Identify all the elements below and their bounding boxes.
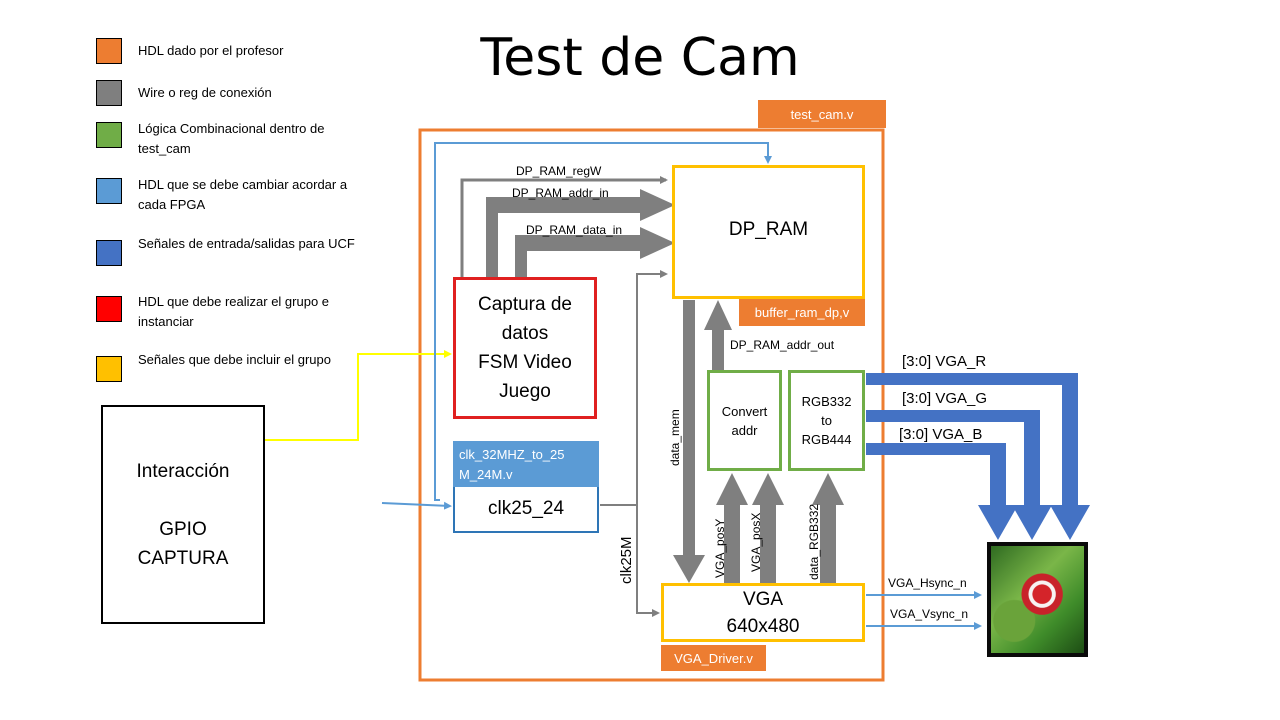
addr-out-arrow bbox=[704, 300, 732, 370]
interaccion-line: Interacción bbox=[136, 460, 230, 482]
legend-swatch-lightblue bbox=[96, 178, 122, 204]
clk25-dpram-wire bbox=[600, 270, 668, 506]
legend-item: Señales de entrada/salidas para UCF bbox=[96, 236, 356, 280]
legend-swatch-orange bbox=[96, 38, 122, 64]
clk25-vga-wire bbox=[636, 505, 660, 617]
data-mem-arrow bbox=[673, 300, 705, 583]
legend-text: HDL que se debe cambiar acordar a cada F… bbox=[138, 177, 348, 212]
page-title: Test de Cam bbox=[480, 28, 800, 88]
dp-ram-block: DP_RAM bbox=[672, 165, 865, 299]
data-in-label: DP_RAM_data_in bbox=[526, 223, 623, 237]
vsync-label: VGA_Vsync_n bbox=[890, 607, 969, 621]
legend-item: HDL dado por el profesor bbox=[96, 38, 356, 78]
posx-label: VGA_posX bbox=[749, 512, 763, 572]
captura-line: Juego bbox=[499, 381, 551, 402]
rgb-converter-block: RGB332 to RGB444 bbox=[788, 370, 865, 471]
convert-line: Convert bbox=[721, 403, 768, 419]
dp-ram-label: DP_RAM bbox=[728, 219, 809, 240]
clk-module-tag: clk_32MHZ_to_25 M_24M.v bbox=[453, 441, 599, 487]
vga-r-label: [3:0] VGA_R bbox=[902, 353, 987, 370]
vga-driver-tag: VGA_Driver.v bbox=[661, 645, 766, 671]
flower-image bbox=[991, 546, 1084, 653]
vga-b-arrow bbox=[866, 443, 1018, 540]
data-rgb-arrow bbox=[812, 473, 844, 583]
vga-b-label: [3:0] VGA_B bbox=[899, 426, 983, 443]
captura-line: Captura de bbox=[477, 294, 572, 315]
hsync-label: VGA_Hsync_n bbox=[888, 576, 967, 590]
test-cam-frame bbox=[418, 128, 885, 682]
captura-line: datos bbox=[501, 323, 549, 344]
legend-text: Wire o reg de conexión bbox=[138, 85, 272, 100]
captura-line: FSM Video bbox=[478, 352, 572, 373]
legend-text: Señales que debe incluir el grupo bbox=[138, 352, 331, 367]
legend-item: Lógica Combinacional dentro de test_cam bbox=[96, 121, 356, 162]
vga-line: VGA bbox=[742, 588, 784, 610]
posy-label: VGA_posY bbox=[713, 518, 727, 578]
legend-item: Señales que debe incluir el grupo bbox=[96, 352, 356, 396]
legend-item: HDL que debe realizar el grupo e instanc… bbox=[96, 294, 356, 336]
legend-swatch-green bbox=[96, 122, 122, 148]
vga-r-arrow bbox=[866, 373, 1090, 540]
addr-in-label: DP_RAM_addr_in bbox=[512, 186, 609, 200]
regw-label: DP_RAM_regW bbox=[516, 164, 602, 178]
vga-g-label: [3:0] VGA_G bbox=[902, 390, 988, 407]
rgb-line: RGB444 bbox=[801, 432, 852, 447]
data-mem-label: data_mem bbox=[668, 409, 682, 466]
legend-text: HDL dado por el profesor bbox=[138, 43, 284, 58]
interaccion-line: CAPTURA bbox=[137, 547, 229, 569]
clk25m-label: clk25M bbox=[618, 536, 635, 584]
legend-text: Lógica Combinacional dentro de test_cam bbox=[138, 121, 325, 156]
convert-line: addr bbox=[731, 422, 758, 438]
monitor-icon bbox=[987, 542, 1088, 657]
legend-item: HDL que se debe cambiar acordar a cada F… bbox=[96, 177, 356, 218]
legend-swatch-yellow bbox=[96, 356, 122, 382]
legend-item: Wire o reg de conexión bbox=[96, 80, 356, 120]
vga-line: 640x480 bbox=[726, 615, 800, 637]
clk-block: clk25_24 bbox=[453, 487, 599, 533]
captura-block: Captura de datos FSM Video Juego bbox=[453, 277, 597, 419]
legend-swatch-gray bbox=[96, 80, 122, 106]
gpio-wire bbox=[265, 350, 452, 441]
test-cam-tag: test_cam.v bbox=[758, 100, 886, 128]
legend-swatch-blue bbox=[96, 240, 122, 266]
clk-dpram-wire bbox=[434, 142, 772, 501]
rgb-line: to bbox=[821, 413, 832, 428]
posx-arrow bbox=[752, 473, 784, 583]
interaccion-line: GPIO bbox=[159, 518, 207, 540]
data-in-arrow bbox=[515, 227, 675, 277]
rgb-line: RGB332 bbox=[801, 394, 852, 409]
clk-input-wire bbox=[381, 501, 452, 510]
data-rgb-label: data_RGB332 bbox=[807, 503, 821, 580]
legend-text: Señales de entrada/salidas para UCF bbox=[138, 236, 355, 251]
vga-g-arrow bbox=[866, 410, 1052, 540]
legend-swatch-red bbox=[96, 296, 122, 322]
legend-text: HDL que debe realizar el grupo e instanc… bbox=[138, 294, 330, 329]
vga-block: VGA 640x480 bbox=[661, 583, 865, 642]
addr-out-label: DP_RAM_addr_out bbox=[730, 338, 835, 352]
addr-in-arrow bbox=[486, 189, 675, 277]
buffer-ram-tag: buffer_ram_dp,v bbox=[739, 298, 865, 326]
convert-addr-block: Convert addr bbox=[707, 370, 782, 471]
regw-wire bbox=[460, 176, 668, 277]
clk-block-label: clk25_24 bbox=[487, 498, 565, 519]
posy-arrow bbox=[716, 473, 748, 583]
interaccion-block: Interacción GPIO CAPTURA bbox=[101, 405, 265, 624]
